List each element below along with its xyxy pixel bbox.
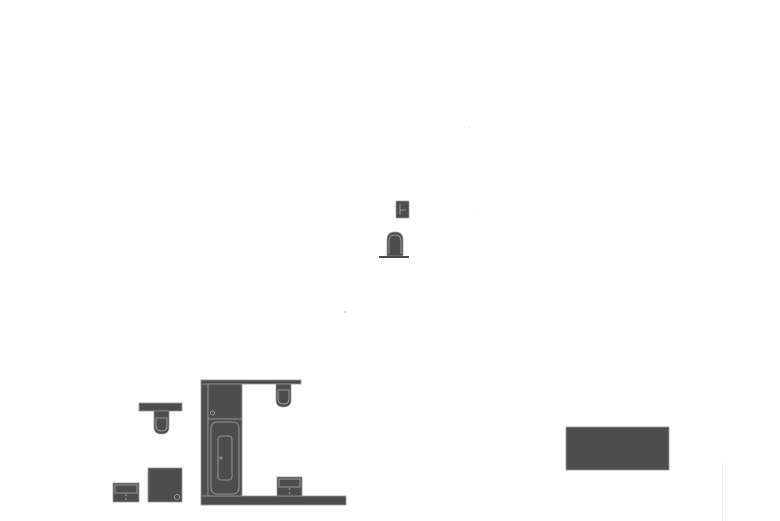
- toilet-top[interactable]: [379, 231, 409, 258]
- counter-block[interactable]: [565, 426, 670, 471]
- sink-right[interactable]: [276, 476, 303, 497]
- bathtub[interactable]: [207, 418, 243, 497]
- toilet-left[interactable]: [153, 410, 170, 435]
- shower-tray[interactable]: [147, 467, 183, 503]
- dot-marker: [468, 126, 470, 128]
- wall-outlet-box[interactable]: [395, 200, 410, 219]
- shelf[interactable]: [138, 402, 183, 412]
- sink-left[interactable]: [112, 482, 140, 503]
- cabinet[interactable]: [207, 383, 243, 420]
- dot-marker: [344, 311, 346, 313]
- toilet-right[interactable]: [275, 383, 292, 408]
- dot-marker: [474, 210, 476, 212]
